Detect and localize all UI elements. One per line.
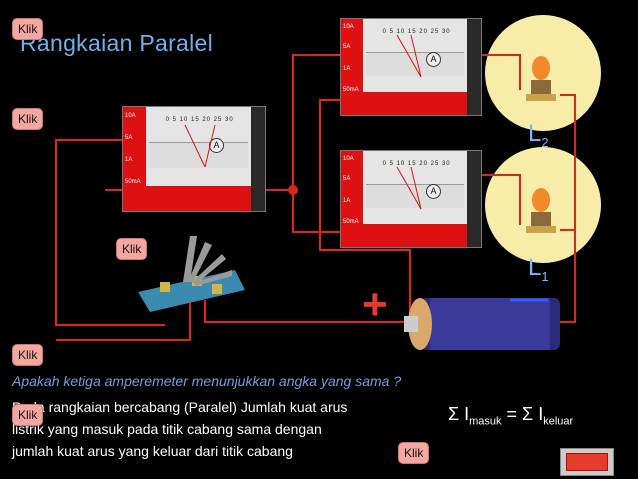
meter-scale: 0 5 10 15 20 25 30 (382, 28, 451, 35)
lamp-1-label: L1 (528, 254, 549, 284)
meter-scale: 0 5 10 15 20 25 30 (165, 117, 234, 124)
lamp-icon (526, 188, 556, 233)
switch-icon (138, 236, 245, 312)
explanation-text: Pada rangkaian bercabang (Paralel) Jumla… (12, 399, 348, 459)
lamp-icon (526, 56, 556, 101)
page-title: Rangkaian Paralel (20, 30, 214, 56)
ammeter-3: 10A 5A 1A 50mA 0 5 10 15 20 25 30 A (340, 150, 482, 248)
next-button[interactable] (560, 448, 614, 476)
klik-button-meter[interactable]: Klik (12, 108, 44, 130)
klik-button-switch[interactable]: Klik (116, 238, 148, 260)
klik-button-title[interactable]: Klik (12, 18, 44, 40)
ammeter-1: 10A 5A 1A 50mA 0 5 10 15 20 25 30 A (122, 106, 266, 212)
klik-button-question[interactable]: Klik (12, 344, 44, 366)
battery-plus-sign: + (362, 280, 388, 329)
question-text: Apakah ketiga amperemeter menunjukkan an… (12, 373, 402, 389)
meter-scale: 0 5 10 15 20 25 30 (382, 160, 451, 167)
klik-button-explain[interactable]: Klik (12, 404, 44, 426)
ammeter-icon: A (426, 52, 441, 67)
ammeter-2: 10A 5A 1A 50mA 0 5 10 15 20 25 30 A (340, 18, 482, 116)
lamp-2-label: L2 (528, 120, 549, 150)
battery-icon (404, 298, 560, 350)
formula: Σ Imasuk = Σ Ikeluar (448, 404, 574, 428)
ammeter-icon: A (426, 184, 441, 199)
next-arrow-icon (566, 453, 608, 471)
klik-button-formula[interactable]: Klik (398, 442, 430, 464)
junction-dot (288, 185, 298, 195)
ammeter-icon: A (209, 138, 224, 153)
wires (55, 54, 576, 341)
